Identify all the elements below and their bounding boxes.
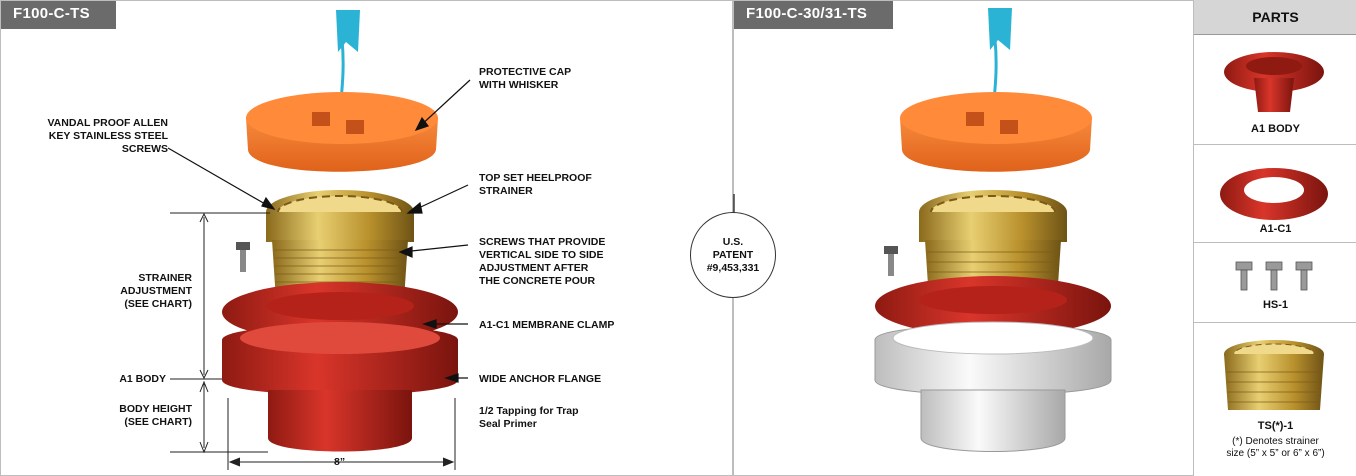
dimension-lines	[170, 212, 456, 470]
callout-tapping: 1/2 Tapping for Trap Seal Primer	[479, 405, 579, 430]
callout-top-set-strainer: TOP SET HEELPROOF STRAINER	[479, 172, 592, 197]
dimension-strainer-adjustment: STRAINER ADJUSTMENT (SEE CHART)	[120, 272, 192, 310]
whisker-flag-icon	[336, 10, 360, 52]
part-hs1-image	[1235, 261, 1313, 291]
callout-adjustment-screws: SCREWS THAT PROVIDE VERTICAL SIDE TO SID…	[479, 236, 606, 287]
left-drain-assembly	[222, 10, 458, 452]
part-label: A1-C1	[1259, 223, 1292, 235]
callout-protective-cap: PROTECTIVE CAP WITH WHISKER	[479, 66, 572, 91]
part-label: HS-1	[1262, 299, 1289, 311]
part-label: TS(*)-1	[1257, 420, 1294, 432]
part-cell-hs-1: HS-1	[1194, 243, 1356, 323]
callout-vandal-screws: VANDAL PROOF ALLEN KEY STAINLESS STEEL S…	[47, 117, 168, 155]
dimension-a1-body: A1 BODY	[119, 373, 166, 385]
callout-anchor-flange: WIDE ANCHOR FLANGE	[479, 373, 602, 385]
part-thumbnails	[1220, 52, 1328, 410]
part-cell-a1-c1: A1-C1	[1194, 145, 1356, 243]
part-label: A1 BODY	[1251, 123, 1300, 135]
patent-badge: U.S. PATENT #9,453,331	[690, 212, 776, 298]
right-drain-assembly	[874, 8, 1112, 452]
dimension-width: 8”	[334, 456, 346, 468]
parts-header: PARTS	[1194, 0, 1356, 35]
parts-column: PARTS A1 BODY A1-C1 HS-1 TS(*)-1 (*) Den…	[1193, 0, 1356, 476]
part-cell-ts-1: TS(*)-1 (*) Denotes strainer size (5” x …	[1194, 323, 1356, 476]
part-cell-a1-body: A1 BODY	[1194, 35, 1356, 145]
dimension-body-height: BODY HEIGHT (SEE CHART)	[119, 403, 192, 428]
leader-lines	[167, 79, 735, 383]
callout-membrane-clamp: A1-C1 MEMBRANE CLAMP	[479, 319, 615, 331]
part-size-note: (*) Denotes strainer size (5” x 5” or 6”…	[1226, 436, 1325, 459]
model-tag-right: F100-C-30/31-TS	[734, 1, 894, 29]
model-tag-left: F100-C-TS	[1, 1, 116, 29]
a1-body-pipe	[268, 390, 412, 452]
